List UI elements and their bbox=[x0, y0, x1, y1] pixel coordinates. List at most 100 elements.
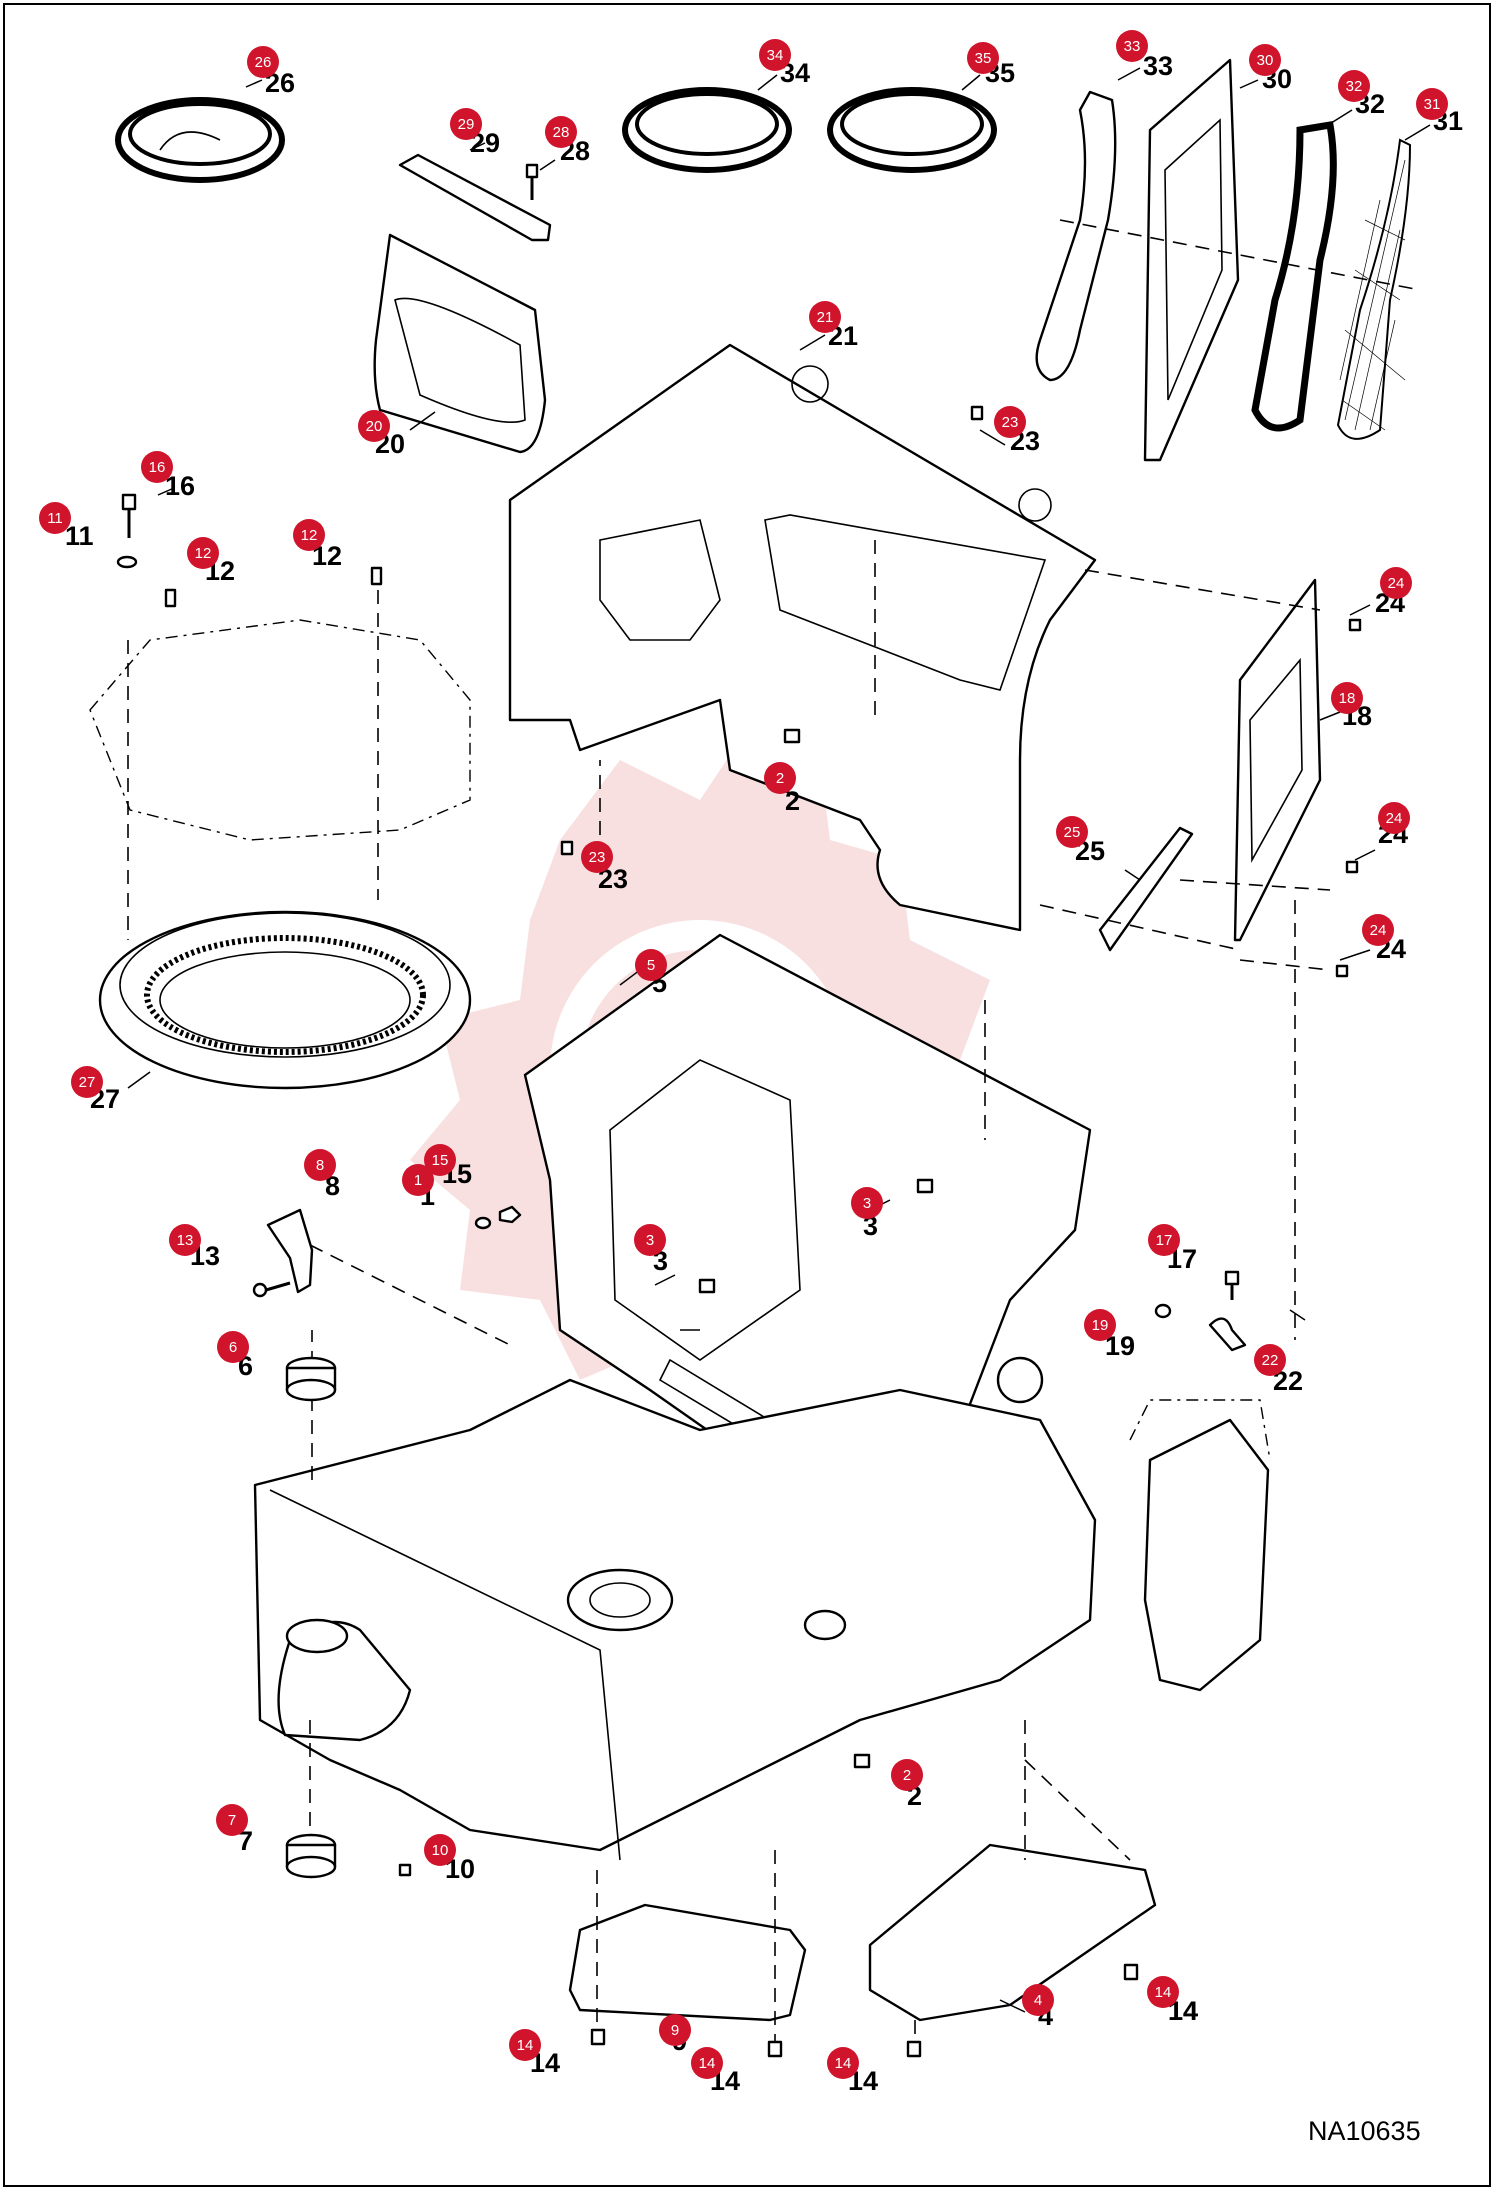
swing-pad bbox=[566, 1568, 674, 1632]
svg-text:28: 28 bbox=[553, 124, 570, 141]
svg-text:3: 3 bbox=[646, 1232, 654, 1249]
bolt-23 bbox=[970, 405, 984, 421]
seal-33 bbox=[1035, 90, 1117, 382]
callout-badge: 4 bbox=[1022, 1984, 1054, 2016]
callout-badge: 24 bbox=[1362, 914, 1394, 946]
stud-12 bbox=[164, 588, 177, 608]
svg-text:20: 20 bbox=[366, 418, 383, 435]
callout-badge: 33 bbox=[1116, 30, 1148, 62]
svg-text:19: 19 bbox=[1092, 1317, 1109, 1334]
callout-badge: 3 bbox=[851, 1187, 883, 1219]
svg-text:34: 34 bbox=[767, 47, 784, 64]
bolt-24 bbox=[1348, 618, 1362, 632]
callout-badge: 24 bbox=[1378, 802, 1410, 834]
callout-badge: 3 bbox=[634, 1224, 666, 1256]
guide-line bbox=[309, 1244, 511, 1346]
bolt-14 bbox=[906, 2040, 922, 2058]
callout-badge: 24 bbox=[1380, 567, 1412, 599]
nut-3 bbox=[916, 1178, 934, 1194]
cover-4 bbox=[868, 1843, 1157, 2022]
boss-hole bbox=[285, 1618, 349, 1654]
svg-text:14: 14 bbox=[1155, 1984, 1172, 2001]
callout-badge: 31 bbox=[1416, 88, 1448, 120]
callout-badge: 6 bbox=[217, 1331, 249, 1363]
callout-badge: 28 bbox=[545, 116, 577, 148]
svg-text:6: 6 bbox=[229, 1339, 237, 1356]
panel-18 bbox=[1233, 578, 1322, 942]
callout-badge: 19 bbox=[1084, 1309, 1116, 1341]
part-label: 2 bbox=[785, 786, 800, 816]
panel-21-window bbox=[764, 514, 1047, 691]
frame-5-opening bbox=[609, 1059, 801, 1361]
svg-text:17: 17 bbox=[1156, 1232, 1173, 1249]
callout-badges: 26 34 35 33 30 32 31 29 28 21 20 23 16 1… bbox=[39, 30, 1448, 2079]
svg-text:7: 7 bbox=[228, 1812, 236, 1829]
stud-12 bbox=[370, 566, 383, 586]
svg-text:31: 31 bbox=[1424, 96, 1441, 113]
callout-badge: 30 bbox=[1249, 44, 1281, 76]
cover-20-slot bbox=[394, 297, 526, 423]
tank-phantom bbox=[1129, 1399, 1271, 1461]
callout-badge: 22 bbox=[1254, 1344, 1286, 1376]
svg-text:24: 24 bbox=[1386, 810, 1403, 827]
callout-badge: 11 bbox=[39, 502, 71, 534]
washer-1 bbox=[474, 1216, 492, 1230]
bolt-14 bbox=[767, 2040, 783, 2058]
svg-text:15: 15 bbox=[432, 1152, 449, 1169]
base-plate-phantom bbox=[89, 619, 471, 841]
figure-reference-code: NA10635 bbox=[1308, 2116, 1421, 2146]
svg-text:30: 30 bbox=[1257, 52, 1274, 69]
svg-text:32: 32 bbox=[1346, 78, 1363, 95]
nut-10 bbox=[398, 1863, 412, 1877]
cover-20 bbox=[373, 233, 547, 454]
svg-text:9: 9 bbox=[671, 2022, 679, 2039]
seal-26 bbox=[115, 97, 285, 183]
svg-text:18: 18 bbox=[1339, 690, 1356, 707]
chassis-crossbeam bbox=[269, 1489, 621, 1861]
svg-text:4: 4 bbox=[1034, 1992, 1042, 2009]
tank-assembly bbox=[1143, 1418, 1270, 1692]
bolt-14 bbox=[1123, 1963, 1139, 1981]
nut-15 bbox=[498, 1205, 522, 1224]
callout-badge: 17 bbox=[1148, 1224, 1180, 1256]
svg-text:14: 14 bbox=[517, 2037, 534, 2054]
callout-badge: 32 bbox=[1338, 70, 1370, 102]
bushing-7 bbox=[285, 1833, 337, 1879]
callout-badge: 15 bbox=[424, 1144, 456, 1176]
svg-text:14: 14 bbox=[699, 2055, 716, 2072]
trim-25 bbox=[1098, 826, 1194, 952]
callout-badge: 14 bbox=[1147, 1976, 1179, 2008]
bracket-8 bbox=[266, 1208, 314, 1294]
leader-lines bbox=[127, 67, 1431, 2013]
seal-34 bbox=[622, 87, 792, 173]
clip-22 bbox=[1208, 1317, 1247, 1352]
svg-text:2: 2 bbox=[776, 770, 784, 787]
part-label: 7 bbox=[238, 1826, 253, 1856]
svg-text:26: 26 bbox=[255, 54, 272, 71]
callout-badge: 23 bbox=[994, 406, 1026, 438]
callout-badge: 2 bbox=[764, 762, 796, 794]
screen-31-mesh bbox=[1339, 159, 1406, 431]
washer-11 bbox=[116, 555, 138, 569]
fitting bbox=[803, 1609, 847, 1641]
svg-text:12: 12 bbox=[301, 527, 318, 544]
svg-text:21: 21 bbox=[817, 309, 834, 326]
window-frame-30-inner bbox=[1164, 118, 1223, 401]
bolt-24 bbox=[1345, 860, 1359, 874]
guide-line bbox=[1059, 219, 1421, 291]
nut-19 bbox=[1154, 1303, 1172, 1319]
panel-21 bbox=[508, 343, 1097, 932]
callout-badge: 16 bbox=[141, 451, 173, 483]
svg-text:23: 23 bbox=[1002, 414, 1019, 431]
callout-badge: 1 bbox=[402, 1164, 434, 1196]
svg-text:27: 27 bbox=[79, 1074, 96, 1091]
callout-badge: 12 bbox=[187, 537, 219, 569]
guide-line bbox=[1024, 1759, 1131, 1861]
nut-2 bbox=[783, 728, 801, 744]
callout-badge: 35 bbox=[967, 42, 999, 74]
svg-text:10: 10 bbox=[432, 1842, 449, 1859]
callout-badge: 7 bbox=[216, 1804, 248, 1836]
seal-32 bbox=[1251, 120, 1337, 432]
callout-badge: 13 bbox=[169, 1224, 201, 1256]
